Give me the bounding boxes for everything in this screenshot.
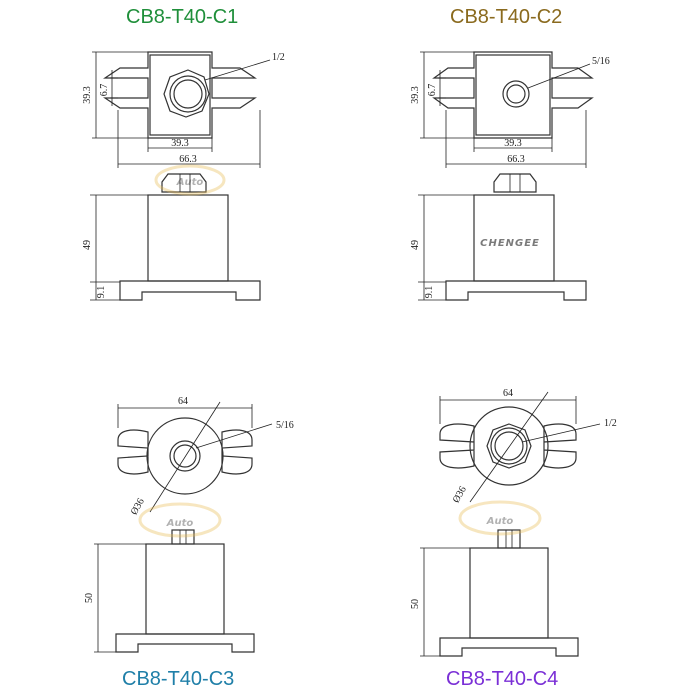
svg-text:Auto: Auto — [176, 177, 204, 188]
c1-slot-dim: 6.7 — [99, 84, 110, 97]
watermark-logo-top: Auto — [154, 164, 226, 196]
watermark-logo-bottom-right: Auto — [458, 500, 542, 536]
c1-side-view: 49 9.1 — [82, 173, 261, 301]
model-title-c3: CB8-T40-C3 — [122, 668, 235, 690]
c1-thread-label: 1/2 — [272, 52, 285, 63]
c4-thread-label: 1/2 — [604, 418, 617, 429]
c3-width-dim: 64 — [178, 396, 188, 407]
c4-top-view: 64 1/2 Ø36 — [439, 388, 617, 505]
c3-side-view: 50 — [84, 529, 255, 653]
c3-thread-label: 5/16 — [276, 420, 294, 431]
watermark-brand: CHENGEE — [480, 238, 540, 249]
c1-body-dim: 49 — [82, 240, 93, 250]
c1-height-dim: 39.3 — [82, 86, 93, 104]
c4-dia-dim: Ø36 — [451, 485, 469, 505]
c2-body-dim: 49 — [410, 240, 421, 250]
svg-text:Auto: Auto — [166, 518, 194, 529]
c1-top-view: 1/2 39.3 6.7 39.3 66.3 — [82, 51, 285, 168]
watermark-logo-bottom-left: Auto — [138, 502, 222, 538]
c1-inner-dim: 39.3 — [171, 138, 189, 149]
c3-top-view: 64 5/16 Ø36 — [117, 396, 294, 517]
model-title-c2: CB8-T40-C2 — [450, 6, 563, 28]
c2-height-dim: 39.3 — [410, 86, 421, 104]
c4-width-dim: 64 — [503, 388, 513, 399]
c4-side-view: 50 — [410, 529, 579, 657]
c2-slot-dim: 6.7 — [427, 84, 438, 97]
c2-side-view: 49 9.1 — [410, 173, 587, 301]
c4-body-dim: 50 — [410, 599, 421, 609]
svg-text:Auto: Auto — [486, 516, 514, 527]
c1-width-dim: 66.3 — [179, 154, 197, 165]
c3-body-dim: 50 — [84, 593, 95, 603]
model-title-c1: CB8-T40-C1 — [126, 6, 239, 28]
c2-inner-dim: 39.3 — [504, 138, 522, 149]
c2-top-view: 5/16 39.3 6.7 39.3 66.3 — [410, 51, 610, 168]
c1-base-dim: 9.1 — [96, 286, 107, 299]
c2-width-dim: 66.3 — [507, 154, 525, 165]
c2-thread-label: 5/16 — [592, 56, 610, 67]
model-title-c4: CB8-T40-C4 — [446, 668, 559, 690]
c2-base-dim: 9.1 — [424, 286, 435, 299]
